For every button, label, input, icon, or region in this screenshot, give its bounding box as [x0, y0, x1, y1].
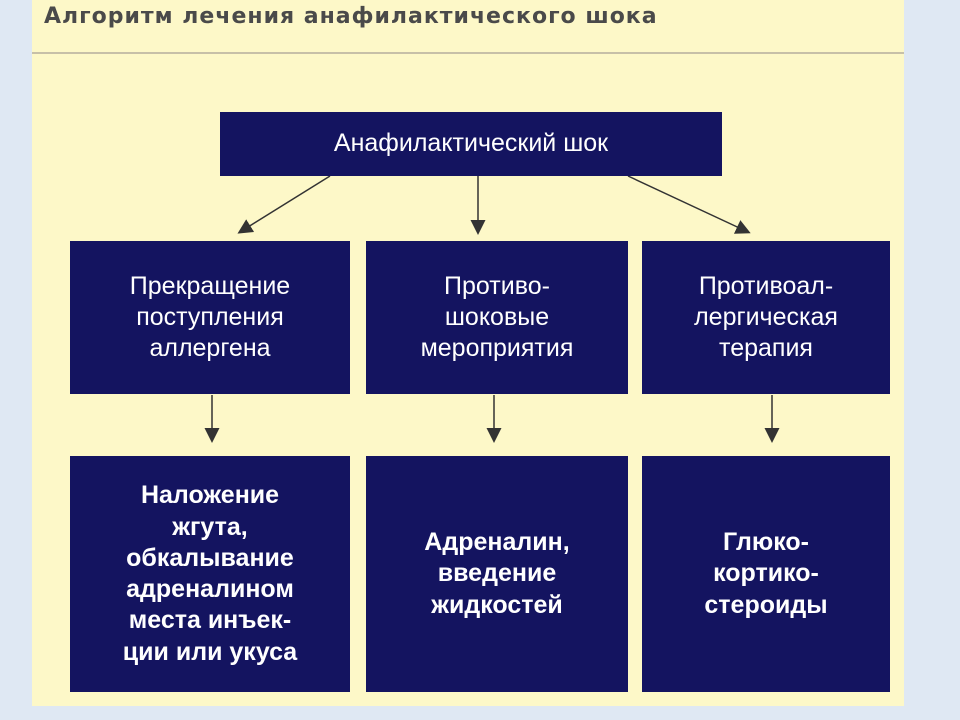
branch-node-3: Противоал- лергическая терапия [642, 241, 890, 394]
action-node-1: Наложение жгута, обкалывание адреналином… [70, 456, 350, 692]
branch-node-1: Прекращение поступления аллергена [70, 241, 350, 394]
diagram-title: Алгоритм лечения анафилактического шока [44, 4, 658, 29]
root-node: Анафилактический шок [220, 112, 722, 176]
arrow-root-to-branch-1 [237, 175, 331, 234]
action-node-3: Глюко- кортико- стероиды [642, 456, 890, 692]
action-node-2: Адреналин, введение жидкостей [366, 456, 628, 692]
title-divider [32, 52, 904, 54]
arrow-root-to-branch-3 [627, 175, 751, 234]
branch-node-2: Противо- шоковые мероприятия [366, 241, 628, 394]
